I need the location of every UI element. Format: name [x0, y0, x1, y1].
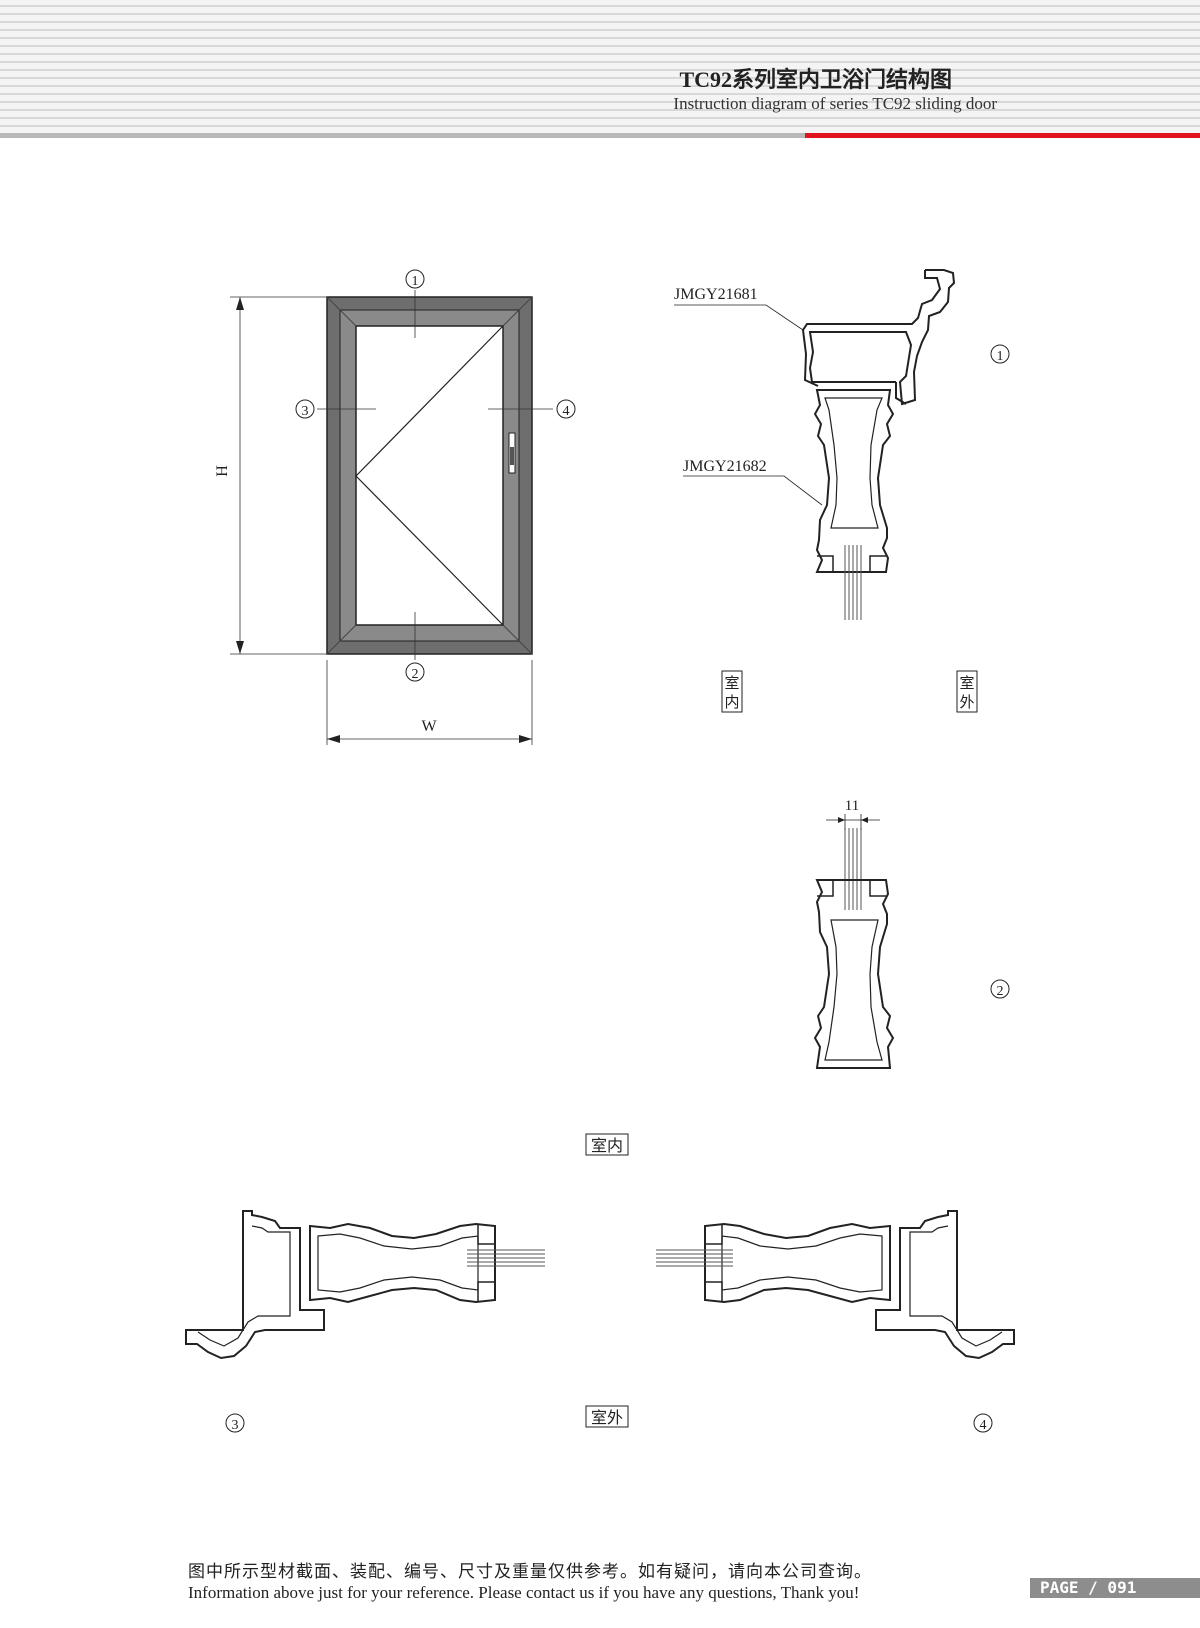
glass-width-dim: 11: [845, 798, 859, 814]
door-glass: [355, 325, 504, 626]
svg-text:3: 3: [232, 1418, 239, 1433]
outdoor-label: 室外: [591, 1408, 623, 1427]
door-elevation: H W 1 2 3 4: [214, 269, 576, 745]
part-label-jmgy21682: JMGY21682: [683, 458, 767, 475]
section-2-marker: 2: [990, 979, 1010, 999]
svg-text:内: 内: [724, 693, 739, 711]
section-1-detail: [674, 269, 956, 620]
section-1-outdoor-tag: 室 外: [956, 670, 978, 713]
footer-note-english: Information above just for your referenc…: [188, 1583, 860, 1602]
page-title: TC92系列室内卫浴门结构图: [679, 67, 952, 92]
svg-text:1: 1: [997, 349, 1004, 364]
page-subtitle: Instruction diagram of series TC92 slidi…: [673, 94, 997, 113]
header-stripe-band: [0, 0, 1200, 138]
page-number-badge: PAGE / 091: [1030, 1578, 1200, 1598]
section-4-detail: [656, 1210, 1015, 1360]
svg-text:4: 4: [563, 404, 570, 419]
svg-text:室: 室: [959, 674, 974, 692]
header-red-rule: [805, 133, 1200, 138]
section-4-marker: 4: [973, 1413, 993, 1433]
indoor-label: 室内: [591, 1136, 623, 1155]
part-label-jmgy21681: JMGY21681: [674, 286, 758, 303]
section-indoor-tag: [585, 1133, 629, 1156]
section-outdoor-tag: [585, 1405, 629, 1428]
svg-text:1: 1: [412, 274, 419, 289]
marker-4: 4: [556, 399, 576, 419]
footer-note-chinese: 图中所示型材截面、装配、编号、尺寸及重量仅供参考。如有疑问，请向本公司查询。: [188, 1562, 872, 1582]
height-dim-label: H: [214, 465, 231, 477]
svg-text:外: 外: [959, 693, 974, 711]
svg-text:2: 2: [997, 984, 1004, 999]
svg-text:3: 3: [302, 404, 309, 419]
opening-direction-lines: [355, 325, 504, 626]
svg-text:室: 室: [724, 674, 739, 692]
marker-1: 1: [405, 269, 425, 289]
section-2-detail: [813, 814, 895, 1069]
section-1-marker: 1: [990, 344, 1010, 364]
marker-3: 3: [295, 399, 315, 419]
section-3-detail: [185, 1210, 545, 1360]
section-3-marker: 3: [225, 1413, 245, 1433]
width-dim-label: W: [421, 718, 437, 735]
header-gray-rule: [0, 133, 805, 138]
svg-text:4: 4: [980, 1418, 987, 1433]
section-1-indoor-tag: 室 内: [721, 670, 743, 713]
marker-2: 2: [405, 662, 425, 682]
svg-text:2: 2: [412, 667, 419, 682]
